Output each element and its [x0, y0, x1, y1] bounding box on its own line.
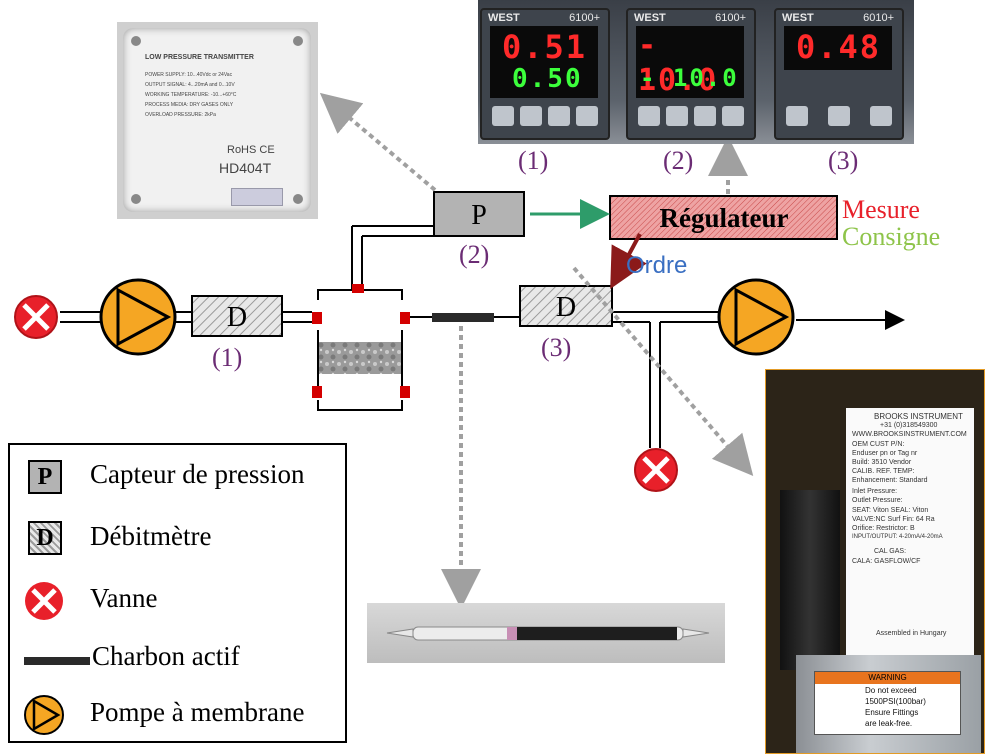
- transmitter-line: WORKING TEMPERATURE: -10...+60°C: [145, 92, 237, 98]
- flowmeter-1-label: (1): [212, 343, 243, 372]
- legend-symbol-pressure: P: [28, 460, 62, 494]
- legend-charcoal-icon: [24, 657, 90, 665]
- order-signal-arrow: [610, 233, 647, 290]
- controller-1-pv: 0.51: [502, 28, 588, 66]
- controller-2: WEST 6100+ - 10.0- 10.0: [626, 8, 756, 140]
- controller-1-sp: 0.50: [512, 64, 583, 94]
- brooks-label-line: CALA: GASFLOW/CF: [852, 558, 921, 565]
- brooks-label-line: BROOKS INSTRUMENT: [874, 412, 963, 421]
- transmitter-line: PROCESS MEDIA: DRY GASES ONLY: [145, 102, 234, 108]
- legend: P Capteur de pression D Débitmètre Vanne…: [8, 443, 347, 743]
- legend-label-pump: Pompe à membrane: [90, 697, 305, 727]
- brooks-label-line: INPUT/OUTPUT: 4-20mA/4-20mA: [852, 534, 943, 540]
- controller-2-pv: - 10.0: [638, 28, 719, 98]
- warning-line: Ensure Fittings: [865, 708, 919, 717]
- brooks-label-line: +31 (0)318549300: [880, 422, 938, 429]
- brooks-label-line: CAL GAS:: [874, 548, 907, 555]
- transmitter-title: LOW PRESSURE TRANSMITTER: [145, 54, 254, 61]
- brooks-label-line: Enduser pn or Tag nr: [852, 450, 918, 457]
- pressure-sensor-symbol: P: [471, 200, 487, 231]
- regulator-box: [609, 195, 838, 240]
- controller-1-brand: WEST: [488, 12, 520, 24]
- pump-outlet-icon: [717, 278, 795, 356]
- transmitter-line: OUTPUT SIGNAL: 4...20mA and 0...10V: [145, 82, 235, 88]
- legend-label-valve: Vanne: [90, 583, 158, 613]
- flowmeter-1-box: [191, 295, 283, 337]
- legend-label-flowmeter: Débitmètre: [90, 521, 212, 551]
- controller-3-pv: 0.48: [796, 28, 882, 66]
- controller-2-brand: WEST: [634, 12, 666, 24]
- brooks-label-line: SEAT: Viton SEAL: Viton: [852, 507, 929, 514]
- warning-plate: WARNING Do not exceed 1500PSI(100bar) En…: [814, 671, 961, 735]
- setpoint-label: Consigne: [842, 222, 941, 251]
- warning-line: 1500PSI(100bar): [865, 697, 926, 706]
- brooks-label-line: OEM CUST P/N:: [852, 441, 905, 448]
- bypass-valve-icon: [634, 448, 678, 492]
- measure-label: Mesure: [842, 195, 920, 224]
- main-pipe: [60, 225, 718, 448]
- tube-drawing: [386, 626, 710, 641]
- pressure-transmitter-photo: LOW PRESSURE TRANSMITTER POWER SUPPLY: 1…: [117, 22, 318, 219]
- legend-label-charcoal: Charbon actif: [92, 641, 240, 671]
- transmitter-logo: [231, 188, 283, 206]
- flowmeter-3-box: [519, 285, 613, 327]
- controller-3-brand: WEST: [782, 12, 814, 24]
- charcoal-tube-photo: [367, 603, 725, 663]
- brooks-label-line: Orifice: Restrictor: B: [852, 525, 915, 532]
- inlet-valve-icon: [14, 295, 58, 339]
- adsorption-column: [312, 284, 410, 411]
- flowmeter-1-symbol: D: [227, 302, 247, 333]
- brooks-flowmeter-photo: BROOKS INSTRUMENT +31 (0)318549300 WWW.B…: [765, 369, 985, 754]
- brooks-label-line: Inlet Pressure:: [852, 488, 898, 495]
- transmitter-model: HD404T: [219, 160, 272, 176]
- transmitter-line: OVERLOAD PRESSURE: 2kPa: [145, 112, 216, 118]
- controller-3-model: 6010+: [863, 12, 894, 24]
- flowmeter-3-label: (3): [541, 333, 572, 362]
- warning-line: are leak-free.: [865, 719, 913, 728]
- legend-label-pressure: Capteur de pression: [90, 459, 305, 489]
- warning-title: WARNING: [815, 672, 960, 684]
- controller-3: WEST 6010+ 0.48: [774, 8, 904, 140]
- controller-2-sp: - 10.0: [640, 64, 739, 92]
- brooks-label-line: VALVE:NC Surf Fin: 64 Ra: [852, 516, 935, 523]
- callout-transmitter: [319, 92, 437, 192]
- brooks-label-line: WWW.BROOKSINSTRUMENT.COM: [852, 431, 967, 438]
- charcoal-tube: [432, 313, 494, 322]
- controller-1-model: 6100+: [569, 12, 600, 24]
- flowmeter-3-symbol: D: [556, 292, 576, 323]
- transmitter-rohs: RoHS CE: [227, 144, 275, 156]
- brooks-label-line: CALIB. REF. TEMP:: [852, 468, 915, 475]
- warning-line: Do not exceed: [865, 686, 917, 695]
- brooks-body: [780, 490, 840, 670]
- transmitter-line: POWER SUPPLY: 10...40Vdc or 24Vac: [145, 72, 233, 78]
- legend-symbol-flowmeter: D: [28, 521, 62, 555]
- controller-3-label: (3): [828, 146, 859, 175]
- brooks-label-line: Enhancement: Standard: [852, 477, 928, 484]
- controller-2-model: 6100+: [715, 12, 746, 24]
- brooks-label-line: Assembled in Hungary: [876, 630, 947, 637]
- pressure-sensor-label: (2): [459, 240, 490, 269]
- brooks-base: WARNING Do not exceed 1500PSI(100bar) En…: [796, 655, 981, 753]
- regulator-label: Régulateur: [660, 203, 789, 233]
- brooks-label-line: Outlet Pressure:: [852, 497, 903, 504]
- brooks-label-line: Build: 3510 Vendor: [852, 459, 912, 466]
- controller-2-label: (2): [663, 146, 694, 175]
- controller-1-label: (1): [518, 146, 549, 175]
- legend-valve-icon: [25, 582, 63, 620]
- pressure-sensor-box: [433, 191, 525, 237]
- legend-pump-icon: [24, 695, 64, 735]
- order-label: Ordre: [626, 252, 688, 279]
- pump-inlet-icon: [99, 278, 177, 356]
- brooks-label: BROOKS INSTRUMENT +31 (0)318549300 WWW.B…: [846, 408, 974, 658]
